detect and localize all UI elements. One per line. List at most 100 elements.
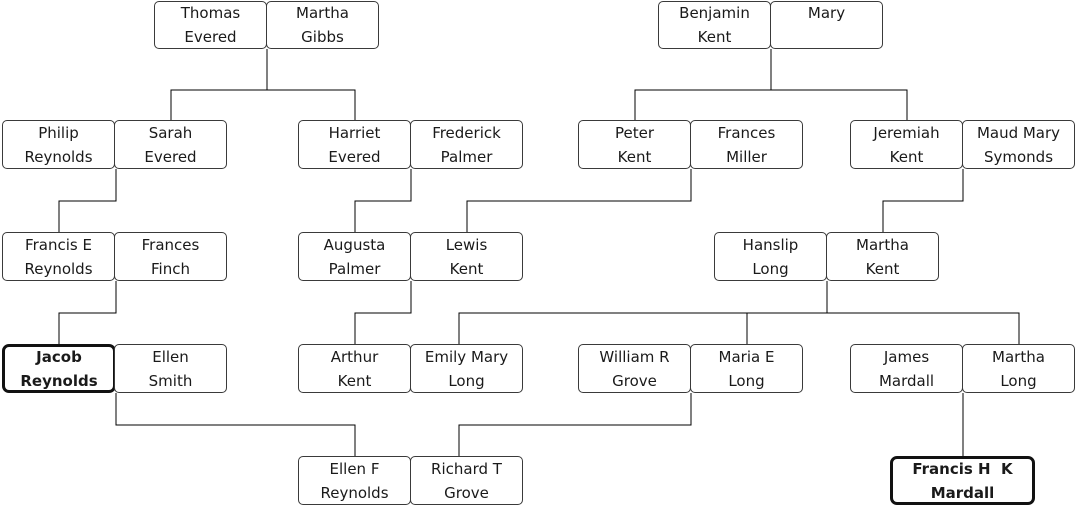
connector-line [882,169,964,232]
last-name: Evered [144,147,197,166]
person-box-frances-miller[interactable]: Frances Miller [690,120,803,169]
last-name: Long [1000,371,1037,390]
first-name: Jeremiah [873,123,940,142]
connector-line [354,169,412,232]
person-box-augusta-palmer[interactable]: Augusta Palmer [298,232,411,281]
person-box-francis-e-reynolds[interactable]: Francis E Reynolds [2,232,115,281]
last-name: Evered [328,147,381,166]
first-name: Thomas [180,4,241,22]
last-name: Symonds [983,147,1054,166]
person-box-richard-t-grove[interactable]: Richard T Grove [410,456,523,505]
last-name: Kent [449,259,484,278]
last-name: Smith [148,371,193,390]
first-name: Augusta [323,235,386,254]
last-name: Gibbs [301,28,344,46]
first-name: Philip [38,123,79,142]
last-name: Grove [612,371,657,390]
person-box-peter-kent[interactable]: Peter Kent [578,120,691,169]
first-name: Frederick [432,123,501,142]
person-box-ellen-f-reynolds[interactable]: Ellen F Reynolds [298,456,411,505]
last-name: Finch [151,259,190,278]
connector-line [58,281,117,344]
first-name: Sarah [148,123,193,142]
first-name: Peter [614,123,655,142]
first-name: Maria E [718,347,775,366]
person-box-hanslip-long[interactable]: Hanslip Long [714,232,827,281]
last-name [824,25,829,49]
person-box-lewis-kent[interactable]: Lewis Kent [410,232,523,281]
first-name: Jacob [36,347,82,366]
person-box-francis-h-k-mardall[interactable]: Francis H K Mardall [890,456,1035,505]
first-name: Hanslip [742,235,799,254]
last-name: Reynolds [320,483,389,502]
person-box-maria-e-long[interactable]: Maria E Long [690,344,803,393]
first-name: Frances [717,123,776,142]
first-name: Richard T [431,459,502,478]
person-box-philip-reynolds[interactable]: Philip Reynolds [2,120,115,169]
last-name: Mardall [930,483,995,502]
person-box-frederick-palmer[interactable]: Frederick Palmer [410,120,523,169]
first-name: Frances [141,235,200,254]
person-box-arthur-kent[interactable]: Arthur Kent [298,344,411,393]
last-name: Reynolds [24,259,93,278]
last-name: Reynolds [20,371,98,390]
last-name: Long [752,259,789,278]
person-box-ellen-smith[interactable]: Ellen Smith [114,344,227,393]
last-name: Grove [444,483,489,502]
first-name: Arthur [330,347,379,366]
connector-line [58,169,117,232]
first-name: Ellen F [329,459,380,478]
first-name: Benjamin [679,4,750,22]
last-name: Long [448,371,485,390]
person-box-martha-gibbs[interactable]: Martha Gibbs [266,1,379,49]
last-name: Long [728,371,765,390]
connector-line [466,169,692,232]
connector-line [115,393,356,456]
last-name: Kent [889,147,924,166]
person-box-martha-long[interactable]: Martha Long [962,344,1075,393]
first-name: Emily Mary [424,347,509,366]
person-box-sarah-evered[interactable]: Sarah Evered [114,120,227,169]
last-name: Palmer [328,259,381,278]
last-name: Kent [617,147,652,166]
first-name: Lewis [445,235,488,254]
person-box-mary[interactable]: Mary [770,1,883,49]
connector-line [458,312,1020,344]
first-name: William R [599,347,670,366]
person-box-emily-mary-long[interactable]: Emily Mary Long [410,344,523,393]
first-name: Martha [296,4,349,22]
first-name: James [883,347,930,366]
person-box-martha-kent[interactable]: Martha Kent [826,232,939,281]
connector-line [458,393,692,456]
person-box-james-mardall[interactable]: James Mardall [850,344,963,393]
first-name: Mary [807,4,846,22]
last-name: Kent [697,28,732,46]
person-box-thomas-evered[interactable]: Thomas Evered [154,1,267,49]
person-box-jacob-reynolds[interactable]: Jacob Reynolds [2,344,116,393]
first-name: Harriet [328,123,381,142]
first-name: Maud Mary [976,123,1061,142]
last-name: Mardall [878,371,935,390]
first-name: Martha [992,347,1045,366]
last-name: Kent [865,259,900,278]
person-box-jeremiah-kent[interactable]: Jeremiah Kent [850,120,963,169]
first-name: Martha [856,235,909,254]
last-name: Miller [726,147,767,166]
person-box-frances-finch[interactable]: Frances Finch [114,232,227,281]
connector-line [634,89,908,120]
first-name: Francis E [25,235,92,254]
connector-line [170,89,356,120]
first-name: Francis H K [912,459,1013,478]
person-box-benjamin-kent[interactable]: Benjamin Kent [658,1,771,49]
person-box-maud-mary-symonds[interactable]: Maud Mary Symonds [962,120,1075,169]
last-name: Palmer [440,147,493,166]
connector-line [354,281,412,344]
last-name: Kent [337,371,372,390]
last-name: Evered [184,28,237,46]
first-name: Ellen [152,347,189,366]
last-name: Reynolds [24,147,93,166]
person-box-harriet-evered[interactable]: Harriet Evered [298,120,411,169]
person-box-william-r-grove[interactable]: William R Grove [578,344,691,393]
